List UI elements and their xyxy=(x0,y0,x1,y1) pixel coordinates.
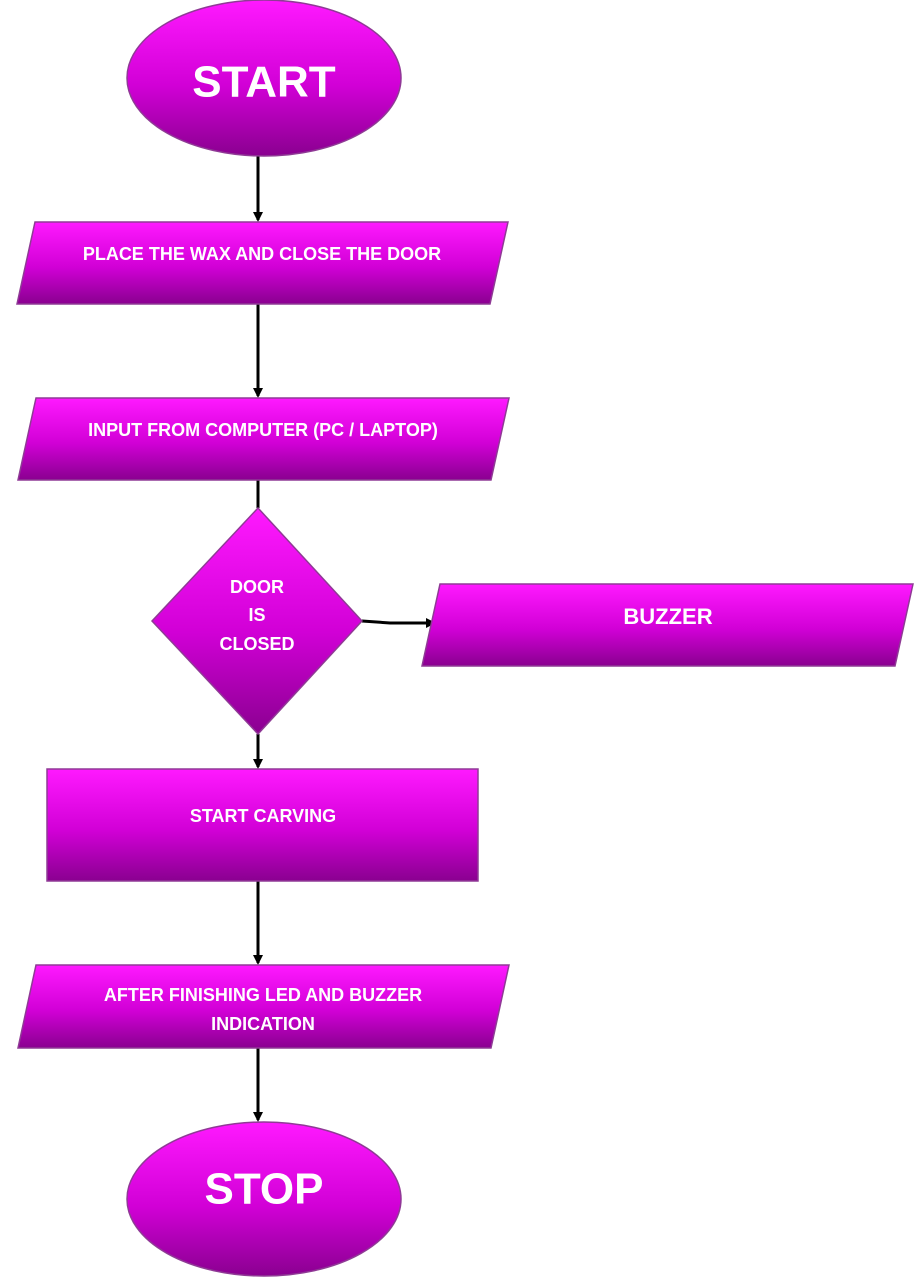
place-wax-label: PLACE THE WAX AND CLOSE THE DOOR xyxy=(83,244,441,264)
start-label: START xyxy=(192,58,336,107)
decision-label-line3: CLOSED xyxy=(219,634,294,654)
finishing-indication-label-line2: INDICATION xyxy=(211,1014,315,1034)
buzzer-output: BUZZER xyxy=(421,583,914,667)
decision-diamond xyxy=(150,506,364,736)
arrow-decision-to-buzzer xyxy=(361,618,436,628)
connectors xyxy=(253,156,436,1122)
start-carving-step: START CARVING xyxy=(46,768,479,882)
start-carving-shape xyxy=(46,768,479,882)
start-terminator: START xyxy=(126,0,402,157)
decision-label-line2: IS xyxy=(248,605,265,625)
start-ellipse xyxy=(126,0,402,157)
door-closed-decision: DOOR IS CLOSED xyxy=(150,506,364,736)
finishing-indication-shape xyxy=(17,964,510,1049)
input-computer-step: INPUT FROM COMPUTER (PC / LAPTOP) xyxy=(17,397,510,481)
stop-ellipse xyxy=(126,1121,402,1277)
buzzer-shape xyxy=(421,583,914,667)
input-computer-label: INPUT FROM COMPUTER (PC / LAPTOP) xyxy=(88,420,438,440)
stop-terminator: STOP xyxy=(126,1121,402,1277)
buzzer-label: BUZZER xyxy=(623,604,712,629)
finishing-indication-label-line1: AFTER FINISHING LED AND BUZZER xyxy=(104,985,422,1005)
stop-label: STOP xyxy=(204,1165,323,1214)
place-wax-step: PLACE THE WAX AND CLOSE THE DOOR xyxy=(16,221,509,305)
start-carving-label: START CARVING xyxy=(190,806,336,826)
input-computer-shape xyxy=(17,397,510,481)
place-wax-shape xyxy=(16,221,509,305)
finishing-indication-step: AFTER FINISHING LED AND BUZZER INDICATIO… xyxy=(17,964,510,1049)
decision-label-line1: DOOR xyxy=(230,577,284,597)
